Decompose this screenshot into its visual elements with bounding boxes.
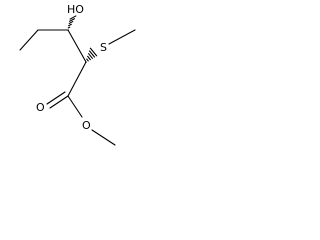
bond-c1-ester-o — [67, 95, 83, 118]
hydroxyl-label: HO — [67, 3, 84, 16]
ester-oxygen-label: O — [82, 119, 91, 132]
bond-ester-o-methyl — [91, 129, 116, 146]
sulfur-label: S — [100, 41, 107, 54]
bond-c2-c1 — [67, 61, 87, 97]
hashed-wedge-c3-oh — [67, 15, 77, 31]
carbonyl-oxygen-label: O — [36, 101, 45, 114]
bond-c3-c2 — [67, 29, 87, 63]
bond-ethyl-terminal — [19, 29, 39, 51]
bond-carbonyl-double-a — [49, 95, 69, 109]
molecule-structure: HO S O O — [19, 3, 136, 146]
hashed-wedge-c2-s — [85, 47, 98, 63]
bond-s-methyl — [108, 29, 136, 45]
bond-carbonyl-double-b — [46, 91, 66, 105]
